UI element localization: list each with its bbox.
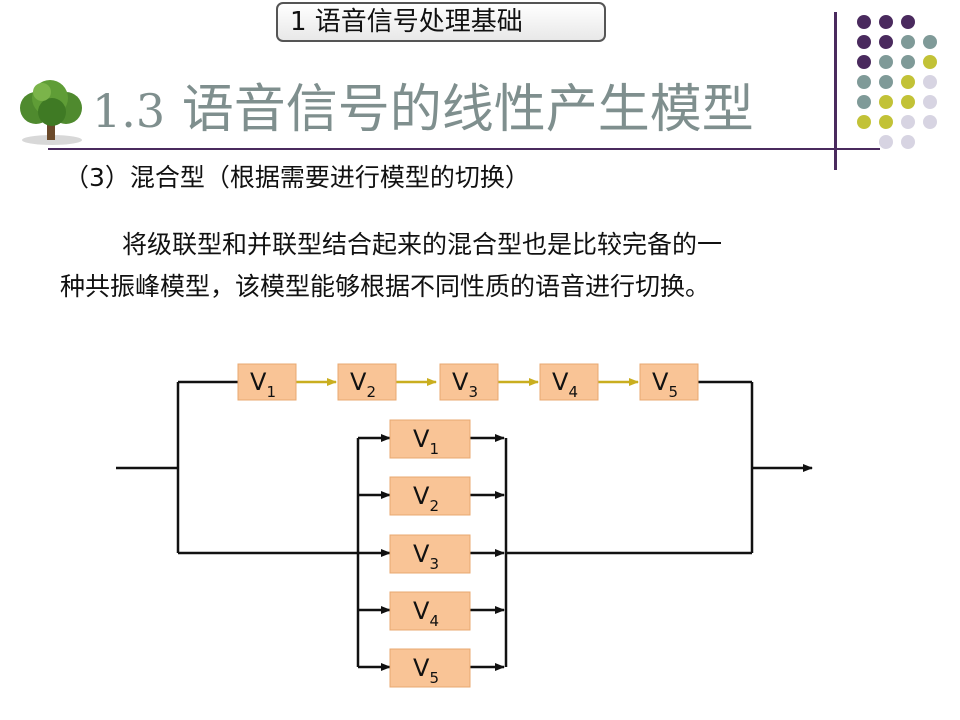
cascade-block-2: V2 [338, 364, 396, 401]
parallel-block-5: V5 [390, 649, 470, 687]
parallel-block-1: V1 [390, 420, 470, 458]
cascade-block-1: V1 [238, 364, 296, 401]
parallel-block-4: V4 [390, 592, 470, 630]
cascade-block-4: V4 [540, 364, 598, 401]
cascade-block-5: V5 [640, 364, 698, 401]
cascade-block-3: V3 [440, 364, 498, 401]
parallel-block-2: V2 [390, 477, 470, 515]
parallel-block-3: V3 [390, 535, 470, 573]
